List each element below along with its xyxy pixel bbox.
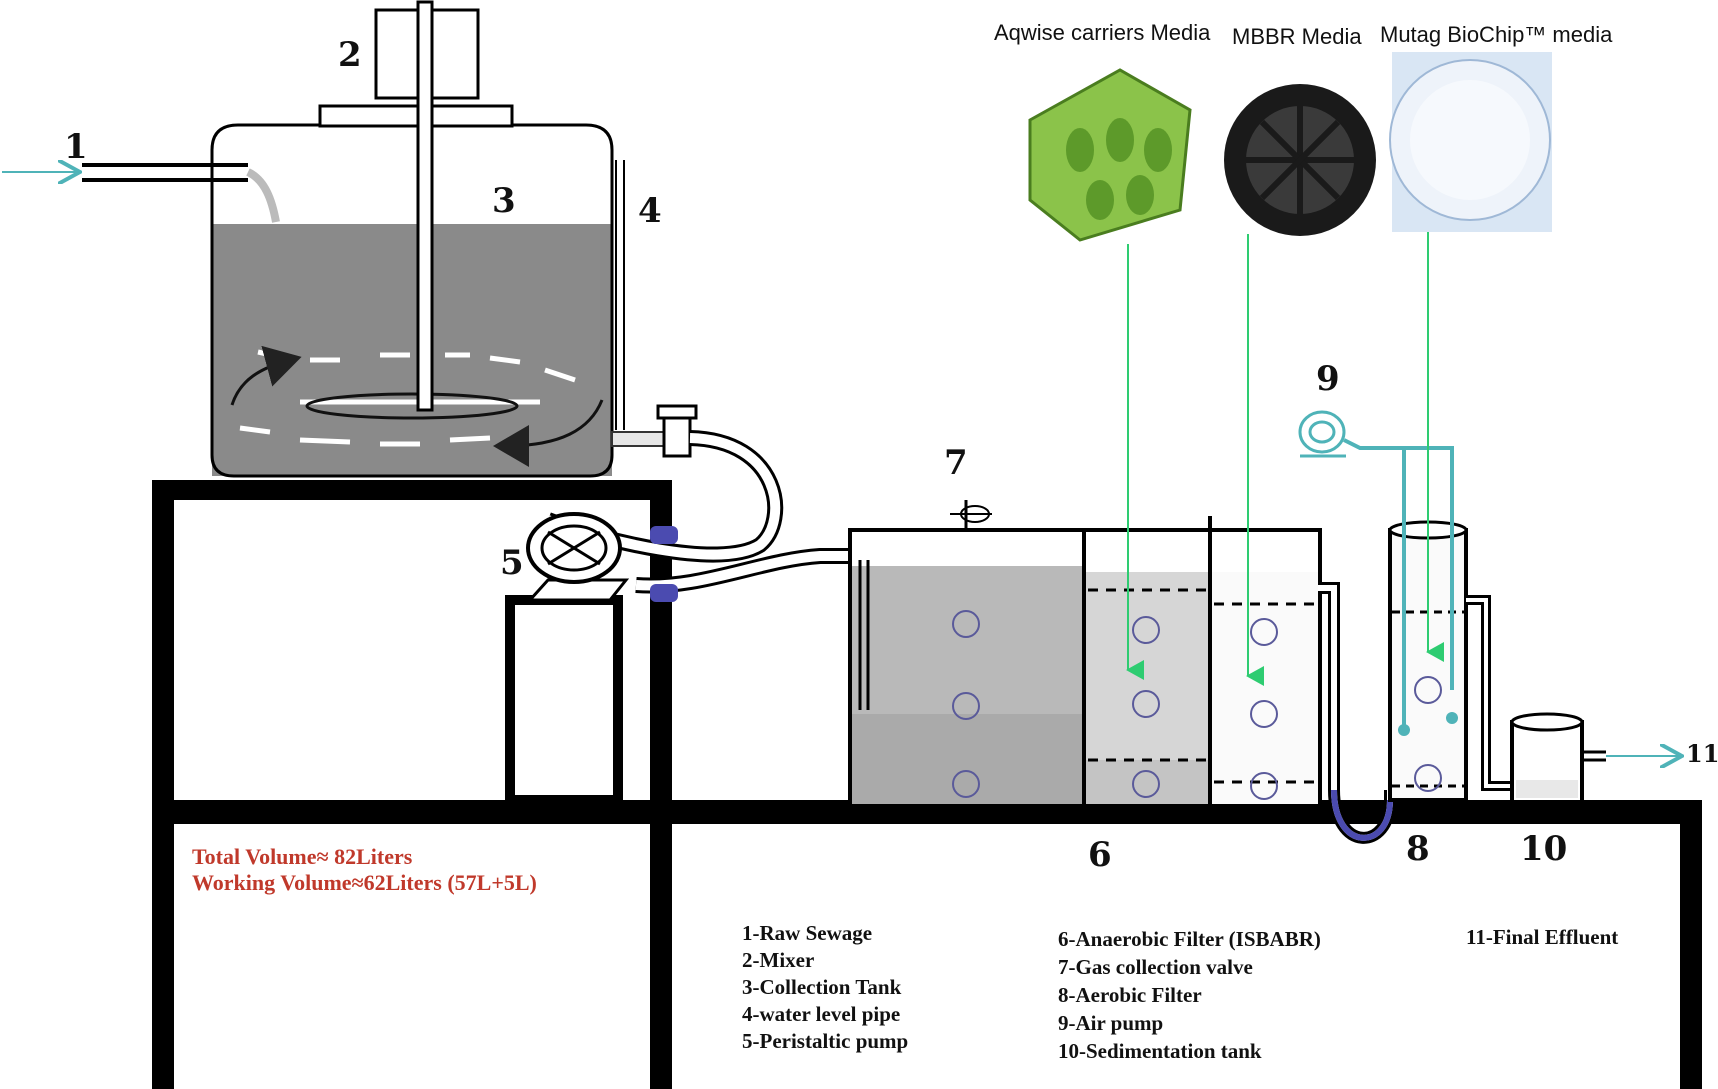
legend-item: 6-Anaerobic Filter (ISBABR): [1058, 927, 1321, 951]
legend-item: 7-Gas collection valve: [1058, 955, 1253, 979]
mbbr-media-image: [1224, 84, 1376, 236]
legend-item: 11-Final Effluent: [1466, 925, 1618, 949]
water-level-pipe: [615, 160, 625, 430]
working-volume: Working Volume≈62Liters (57L+5L): [192, 870, 537, 895]
biochip-media-image: [1389, 52, 1552, 232]
air-pump: [1298, 410, 1454, 730]
aqwise-media-image: [1006, 50, 1202, 250]
legend-item: 8-Aerobic Filter: [1058, 983, 1202, 1007]
media-title-biochip: Mutag BioChip™ media: [1380, 22, 1613, 47]
legend-item: 4-water level pipe: [742, 1002, 900, 1026]
media-title-mbbr: MBBR Media: [1232, 24, 1362, 49]
legend-item: 3-Collection Tank: [742, 975, 902, 999]
legend-item: 10-Sedimentation tank: [1058, 1039, 1262, 1063]
legend-item: 5-Peristaltic pump: [742, 1029, 908, 1053]
total-volume: Total Volume≈ 82Liters: [192, 844, 413, 869]
media-pointers: [1126, 232, 1444, 686]
legend: 1-Raw Sewage 2-Mixer 3-Collection Tank 4…: [742, 921, 1618, 1063]
mixer: [318, 0, 514, 412]
callout-3: 3: [492, 181, 516, 221]
transfer-tube: [1318, 582, 1396, 844]
legend-item: 2-Mixer: [742, 948, 814, 972]
peristaltic-pump: [526, 512, 678, 602]
anaerobic-filter: [848, 500, 1322, 808]
callout-6: 6: [1088, 835, 1112, 875]
raw-sewage-inlet: [2, 165, 280, 223]
callout-8: 8: [1406, 829, 1430, 869]
callout-7: 7: [944, 443, 968, 483]
legend-item: 9-Air pump: [1058, 1011, 1163, 1035]
callout-4: 4: [638, 191, 662, 231]
callout-9: 9: [1316, 359, 1340, 399]
callout-11: 11: [1686, 739, 1718, 768]
outlet-valve: [656, 404, 698, 458]
callout-1: 1: [64, 127, 88, 167]
gas-collection-valve: [950, 500, 992, 530]
callout-5: 5: [500, 543, 524, 583]
collection-tank: [210, 123, 673, 478]
callout-10: 10: [1520, 829, 1567, 869]
media-title-aqwise: Aqwise carriers Media: [994, 20, 1211, 45]
callout-2: 2: [338, 35, 362, 75]
sedimentation-tank: [1510, 712, 1680, 804]
legend-item: 1-Raw Sewage: [742, 921, 872, 945]
